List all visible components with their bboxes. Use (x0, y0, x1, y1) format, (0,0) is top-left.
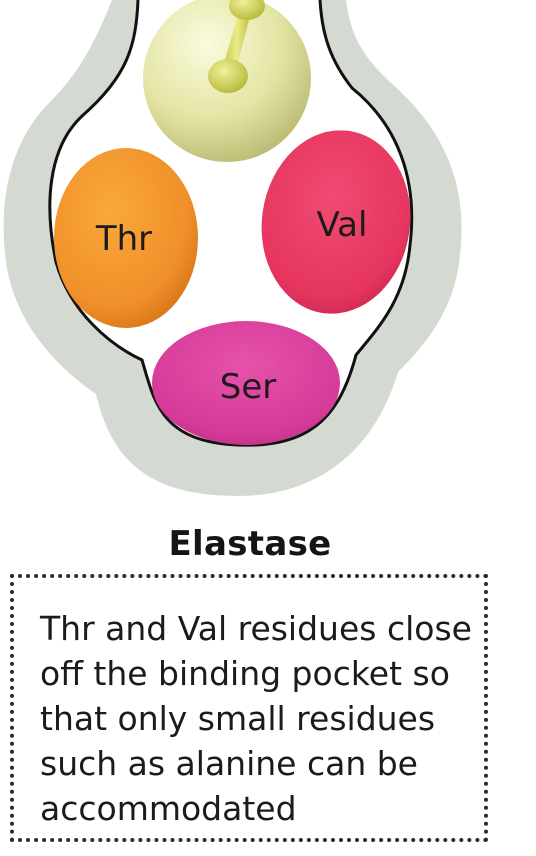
residue-val: Val (261, 130, 411, 314)
residue-ser: Ser (152, 321, 340, 445)
caption-box: Thr and Val residues close off the bindi… (10, 574, 488, 842)
residue-ser-label: Ser (220, 367, 277, 407)
residue-thr-label: Thr (95, 219, 152, 259)
substrate-atom-bottom (208, 59, 248, 93)
substrate (143, 0, 311, 162)
residue-ser-blob (152, 321, 340, 445)
elastase-pocket-diagram: Thr Val Ser (3, 0, 462, 496)
caption-text: Thr and Val residues close off the bindi… (40, 609, 472, 828)
substrate-atom-top (229, 0, 265, 20)
figure-title: Elastase (168, 524, 332, 564)
residue-val-blob (261, 130, 411, 314)
pocket-wall (3, 0, 462, 496)
residue-thr: Thr (54, 148, 198, 328)
pocket-outline (48, 0, 414, 447)
substrate-bond (222, 8, 252, 70)
residue-val-label: Val (317, 205, 368, 245)
residue-thr-blob (54, 148, 198, 328)
